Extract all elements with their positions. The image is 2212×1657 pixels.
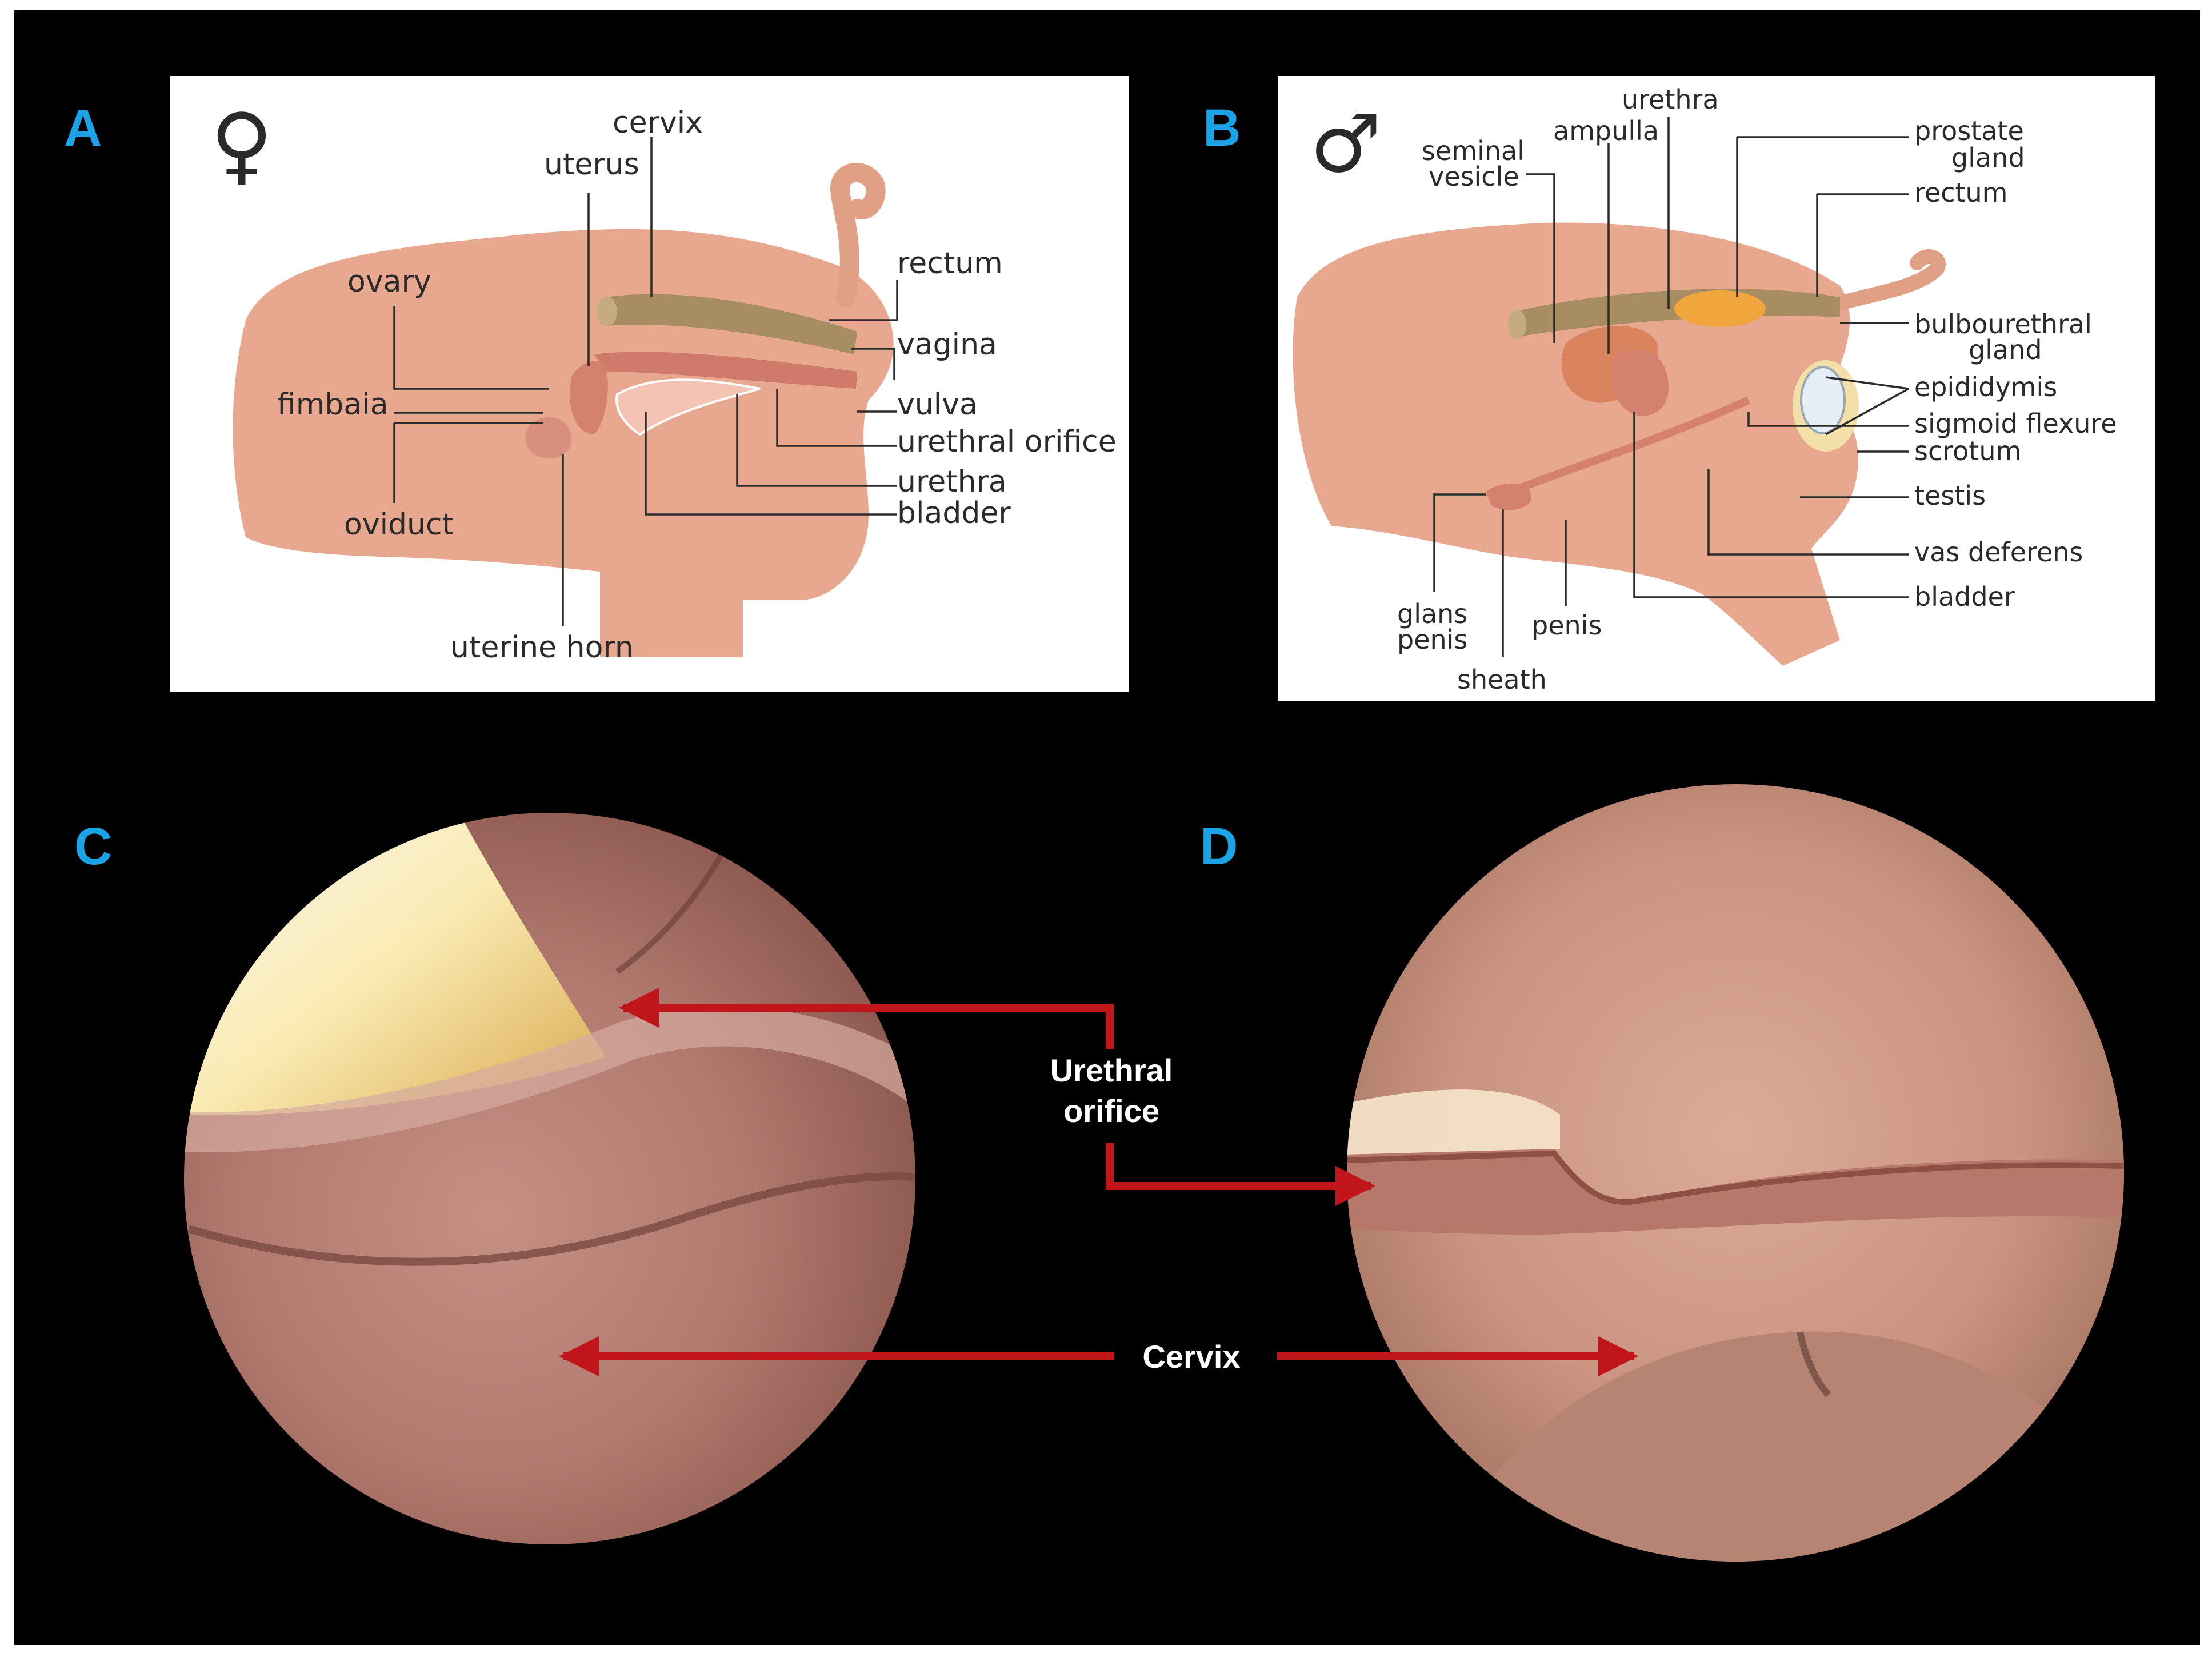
label-bulbourethral-line2: gland (1969, 334, 2042, 365)
label-penis-b: penis (1531, 610, 1602, 641)
endoscopy-d-upper-edge (1347, 1150, 2124, 1205)
label-ovary-a: ovary (347, 265, 431, 299)
endoscopy-image-d (1347, 784, 2124, 1562)
endoscopy-image-c (184, 813, 915, 1544)
label-rectum-a: rectum (897, 246, 1003, 281)
label-uterus-a: uterus (544, 147, 639, 182)
label-seminal-vesicle-line2: vesicle (1429, 161, 1519, 192)
panel-letter-b: B (1203, 99, 1241, 157)
label-urethral-orifice-a: urethral orifice (897, 425, 1117, 459)
label-epididymis-b: epididymis (1914, 372, 2057, 402)
female-ovary-oviduct (525, 417, 571, 458)
arrow-urethral-orifice-to-c (619, 988, 1114, 1049)
label-fimbaia-a: fimbaia (277, 388, 389, 422)
label-vagina-a: vagina (897, 328, 997, 362)
penis-shape (1495, 396, 1750, 501)
panel-b-leader-lines (1433, 117, 1909, 657)
annotation-cervix: Cervix (1142, 1339, 1240, 1375)
female-rectum-opening (597, 297, 617, 326)
label-rectum-b: rectum (1914, 177, 2008, 208)
male-tail (1833, 249, 1946, 310)
label-glans-penis-line1: glans (1397, 598, 1467, 629)
label-prostate-line2: gland (1951, 142, 2025, 173)
endoscopy-d-cervix-os (1797, 1331, 1831, 1398)
label-urethra-a: urethra (897, 465, 1007, 499)
annotation-urethral-orifice-line1: Urethral (1050, 1052, 1173, 1088)
panel-a-leader-lines (393, 137, 898, 626)
female-rectum-shape (606, 294, 857, 354)
panel-letter-c: C (74, 817, 112, 876)
female-tail (830, 163, 886, 307)
label-oviduct-a: oviduct (344, 508, 454, 542)
label-bladder-b: bladder (1914, 581, 2015, 612)
panel-letter-d: D (1200, 817, 1238, 876)
label-ampulla-b: ampulla (1553, 115, 1659, 146)
prostate-gland-shape (1674, 290, 1766, 327)
male-rectum-opening (1508, 310, 1526, 340)
panel-letter-a: A (64, 99, 102, 157)
label-scrotum-b: scrotum (1914, 436, 2021, 466)
label-testis-b: testis (1914, 480, 1986, 511)
label-vas-deferens-b: vas deferens (1914, 537, 2083, 568)
female-symbol: ♀ (210, 95, 273, 195)
annotation-urethral-orifice-line2: orifice (1063, 1093, 1159, 1129)
endoscopy-c-fold-upper (184, 1006, 915, 1152)
label-bulbourethral-line1: bulbourethral (1914, 309, 2092, 340)
female-uterus-shape (570, 361, 608, 434)
label-bladder-a: bladder (897, 496, 1011, 530)
label-cervix-a: cervix (613, 106, 703, 140)
label-glans-penis-line2: penis (1397, 624, 1467, 655)
label-urethra-b: urethra (1622, 84, 1719, 115)
female-bladder-shape (615, 378, 761, 436)
endoscopy-c-fold-line (187, 1172, 915, 1266)
male-symbol: ♂ (1310, 98, 1382, 191)
epididymis-shape (1800, 366, 1846, 434)
arrow-urethral-orifice-to-d (1106, 1143, 1375, 1206)
sheath-shape (1486, 484, 1531, 510)
label-prostate-line1: prostate (1914, 115, 2024, 146)
label-sigmoid-flexure-b: sigmoid flexure (1914, 408, 2117, 439)
label-vulva-a: vulva (897, 388, 978, 422)
urethral-orifice-arrows (619, 988, 1375, 1206)
endoscopy-d-glare (1347, 1089, 1560, 1155)
female-anatomy-illustration (233, 163, 894, 658)
label-seminal-vesicle-line1: seminal (1422, 135, 1525, 166)
bladder-shape-b (1611, 350, 1669, 416)
label-uterine-horn-a: uterine horn (450, 630, 634, 665)
female-vagina-shape (594, 352, 857, 389)
label-sheath-b: sheath (1457, 664, 1547, 695)
